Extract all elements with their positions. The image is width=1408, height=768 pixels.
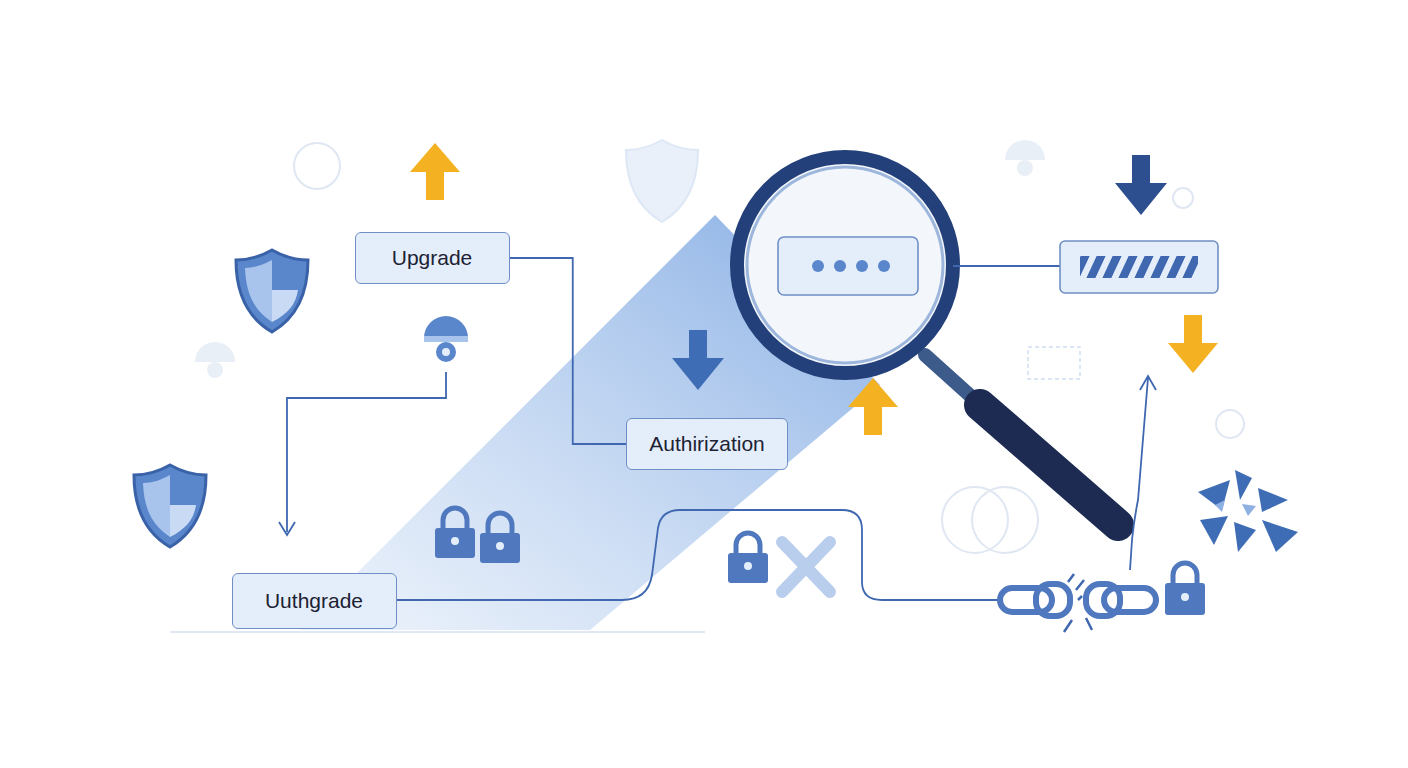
orange-arrow: [1168, 315, 1218, 373]
wire: [953, 265, 1060, 267]
process-box: Uuthgrade: [232, 573, 397, 629]
thin-arrow: [1130, 378, 1148, 570]
box-label: Uuthgrade: [265, 589, 363, 612]
camera-icon: [195, 342, 235, 378]
process-box: Authirization: [626, 418, 788, 470]
connector: [510, 258, 627, 444]
process-box: Upgrade: [355, 232, 510, 284]
camera-wire: [287, 372, 446, 532]
magnifier: [737, 157, 1118, 525]
orange-arrow: [848, 378, 898, 435]
blue-arrow: [1115, 155, 1167, 215]
shield-icon: [134, 465, 206, 547]
blue-arrow: [672, 330, 724, 390]
shattered-fragments: [1198, 470, 1298, 552]
x-mark: [782, 542, 830, 592]
camera-icon: [424, 316, 468, 362]
decor-circles: [294, 143, 1244, 553]
shield-icon: [236, 250, 308, 332]
orange-arrow: [410, 143, 460, 200]
wire: [397, 510, 1000, 600]
shield-faint: [626, 140, 698, 222]
broken-chain: [1000, 574, 1156, 632]
dashed-box: [1028, 347, 1080, 379]
camera-icon: [1005, 140, 1045, 176]
thin-arrowhead: [1140, 376, 1156, 390]
wire-arrowhead: [279, 522, 295, 535]
lock-icon: [435, 508, 1205, 615]
box-label: Upgrade: [392, 246, 473, 269]
box-label: Authirization: [649, 432, 765, 455]
progress-bar: [1060, 241, 1218, 293]
baseline: [170, 631, 705, 633]
